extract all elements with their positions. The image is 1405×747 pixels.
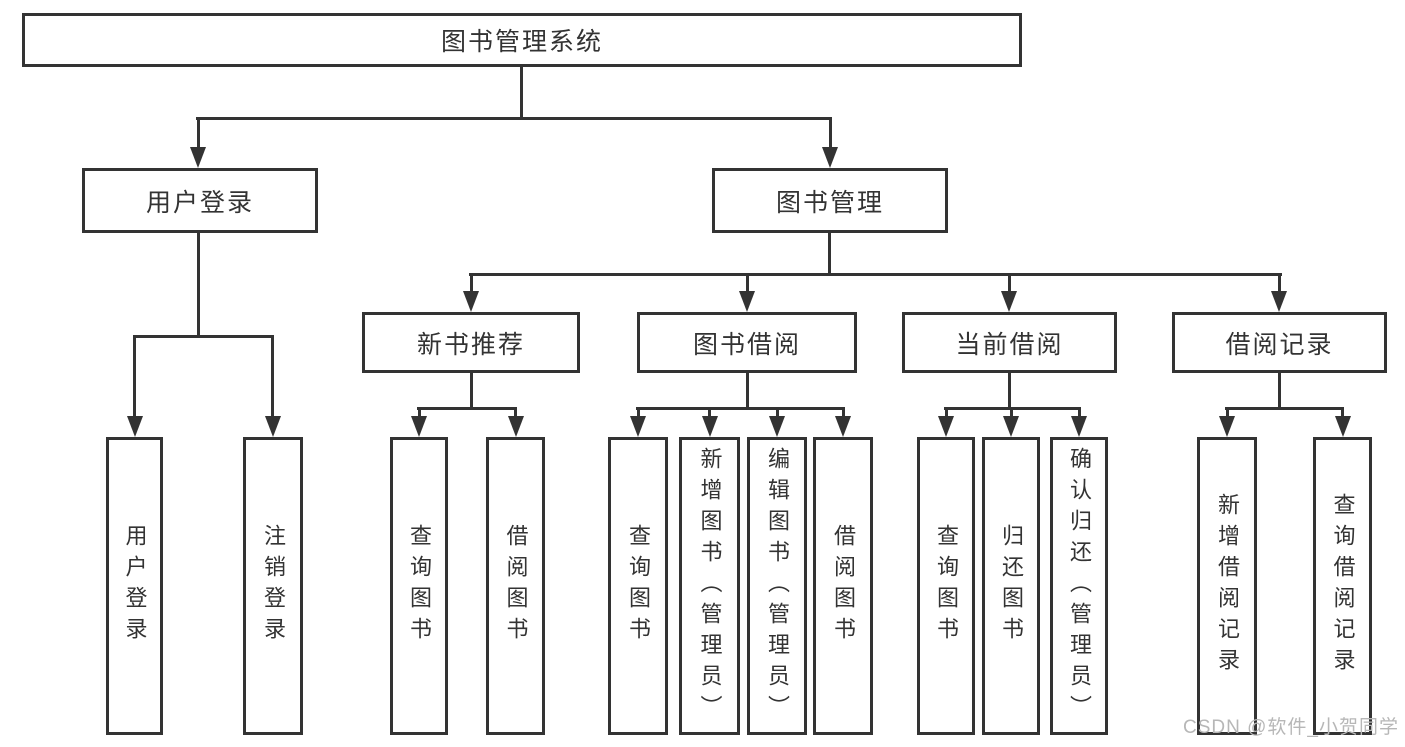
connector-borrow-records-stub [1278,373,1281,407]
node-user-login-label: 用户登录 [145,188,254,217]
connector-book-management-branch [469,273,1282,276]
arrow-down-icon [636,407,640,416]
leaf-borrow-books-recommend-label: 借阅图书 [503,524,529,648]
arrow-down-icon [745,273,749,291]
connector-root-stub [520,67,523,117]
leaf-query-books-borrow-label: 查询图书 [626,524,651,648]
arrow-down-icon [514,407,517,416]
connector-book-management-stub [828,233,831,273]
arrow-down-icon [196,117,200,147]
node-book-management-label: 图书管理 [775,188,884,217]
leaf-add-books-admin: 新增图书（管理员） [679,437,740,735]
arrow-down-icon [1009,407,1013,416]
leaf-query-borrow-record-label: 查询借阅记录 [1330,493,1356,679]
node-root-label: 图书管理系统 [440,28,603,56]
arrow-down-icon [133,335,136,416]
connector-new-book-stub [469,373,473,407]
leaf-borrow-books: 借阅图书 [813,437,873,735]
node-new-book-recommend-label: 新书推荐 [416,330,525,359]
leaf-edit-books-admin: 编辑图书（管理员） [747,437,807,735]
node-current-borrow-label: 当前借阅 [955,330,1064,359]
node-current-borrow: 当前借阅 [902,312,1117,373]
arrow-down-icon [469,273,473,291]
leaf-query-books-current: 查询图书 [917,437,975,735]
connector-current-borrow-stub [1008,373,1011,407]
node-borrow-records-label: 借阅记录 [1225,330,1334,359]
arrow-down-icon [828,117,832,147]
arrow-down-icon [1341,407,1344,416]
leaf-logout-label: 注销登录 [261,524,286,648]
node-book-borrow-label: 图书借阅 [692,330,801,359]
node-borrow-records: 借阅记录 [1172,312,1387,373]
leaf-edit-books-admin-label: 编辑图书（管理员） [765,446,790,726]
leaf-return-books-label: 归还图书 [999,524,1024,648]
leaf-add-books-admin-label: 新增图书（管理员） [697,446,723,726]
arrow-down-icon [841,407,845,416]
leaf-logout: 注销登录 [243,437,303,735]
arrow-down-icon [708,407,711,416]
node-book-management: 图书管理 [712,168,948,233]
connector-root-branch [196,117,832,120]
node-root: 图书管理系统 [22,13,1022,67]
arrow-down-icon [417,407,421,416]
connector-current-borrow-branch [944,407,1081,410]
connector-user-login-branch [133,335,274,338]
node-user-login: 用户登录 [82,168,318,233]
arrow-down-icon [944,407,948,416]
arrow-down-icon [1077,407,1081,416]
arrow-down-icon [1225,407,1229,416]
leaf-confirm-return-admin-label: 确认归还（管理员） [1067,446,1092,726]
leaf-query-books-recommend: 查询图书 [390,437,448,735]
connector-borrow-records-branch [1225,407,1344,410]
connector-book-borrow-stub [745,373,749,407]
leaf-query-borrow-record: 查询借阅记录 [1313,437,1372,735]
connector-user-login-stub [196,233,200,335]
leaf-confirm-return-admin: 确认归还（管理员） [1050,437,1108,735]
node-new-book-recommend: 新书推荐 [362,312,580,373]
arrow-down-icon [775,407,779,416]
connector-new-book-branch [417,407,517,410]
leaf-return-books: 归还图书 [982,437,1040,735]
arrow-down-icon [1007,273,1011,291]
leaf-add-borrow-record-label: 新增借阅记录 [1215,493,1240,679]
arrow-down-icon [1277,273,1281,291]
arrow-down-icon [271,335,274,416]
leaf-borrow-books-label: 借阅图书 [831,524,856,648]
leaf-user-login-label: 用户登录 [122,524,148,648]
csdn-watermark: CSDN @软件_小贺同学 [1183,717,1399,738]
leaf-query-books-current-label: 查询图书 [934,524,959,648]
leaf-user-login: 用户登录 [106,437,163,735]
node-book-borrow: 图书借阅 [637,312,857,373]
leaf-query-books-recommend-label: 查询图书 [407,524,432,648]
leaf-add-borrow-record: 新增借阅记录 [1197,437,1257,735]
connector-book-borrow-branch [636,407,845,410]
leaf-borrow-books-recommend: 借阅图书 [486,437,545,735]
leaf-query-books-borrow: 查询图书 [608,437,668,735]
